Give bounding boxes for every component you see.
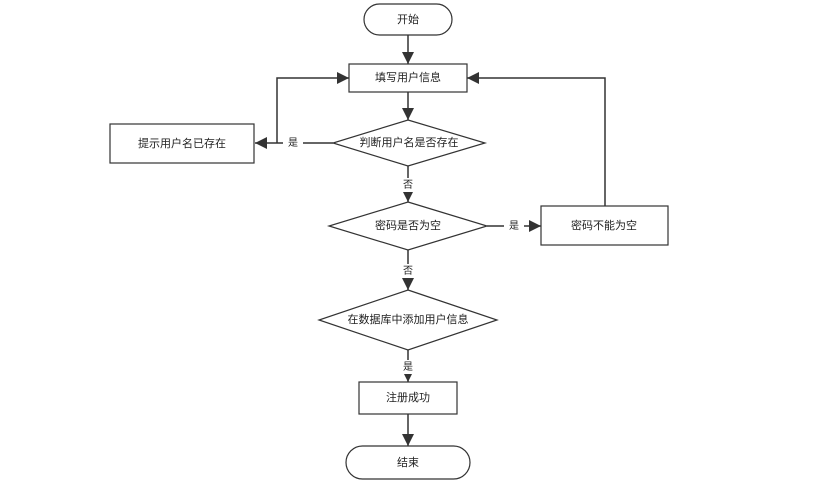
check-username-decision xyxy=(330,119,488,167)
register-success-box xyxy=(358,381,458,415)
check-password-decision xyxy=(326,201,490,251)
register-success-label: 注册成功 xyxy=(386,390,430,404)
check-username-label: 判断用户名是否存在 xyxy=(360,135,459,149)
label-username-yes: 是 xyxy=(288,137,298,149)
fill-info-box xyxy=(348,63,468,93)
end-terminal xyxy=(345,445,471,480)
password-empty-label: 密码不能为空 xyxy=(571,218,637,232)
label-password-yes: 是 xyxy=(509,220,519,232)
fill-info-label: 填写用户信息 xyxy=(375,70,441,84)
password-empty-box xyxy=(540,205,669,246)
edge-password-empty-back xyxy=(467,72,606,206)
add-to-db-decision xyxy=(317,289,499,351)
label-password-no: 否 xyxy=(403,265,413,277)
end-label: 结束 xyxy=(397,456,419,469)
edge-username-exists-back xyxy=(276,72,349,143)
start-label: 开始 xyxy=(397,12,419,26)
label-add-yes: 是 xyxy=(403,361,413,373)
check-password-label: 密码是否为空 xyxy=(375,218,441,232)
start-terminal xyxy=(363,3,453,36)
username-exists-box xyxy=(109,123,255,164)
add-to-db-label: 在数据库中添加用户信息 xyxy=(348,312,469,326)
username-exists-label: 提示用户名已存在 xyxy=(138,136,226,150)
label-username-no: 否 xyxy=(403,179,413,191)
